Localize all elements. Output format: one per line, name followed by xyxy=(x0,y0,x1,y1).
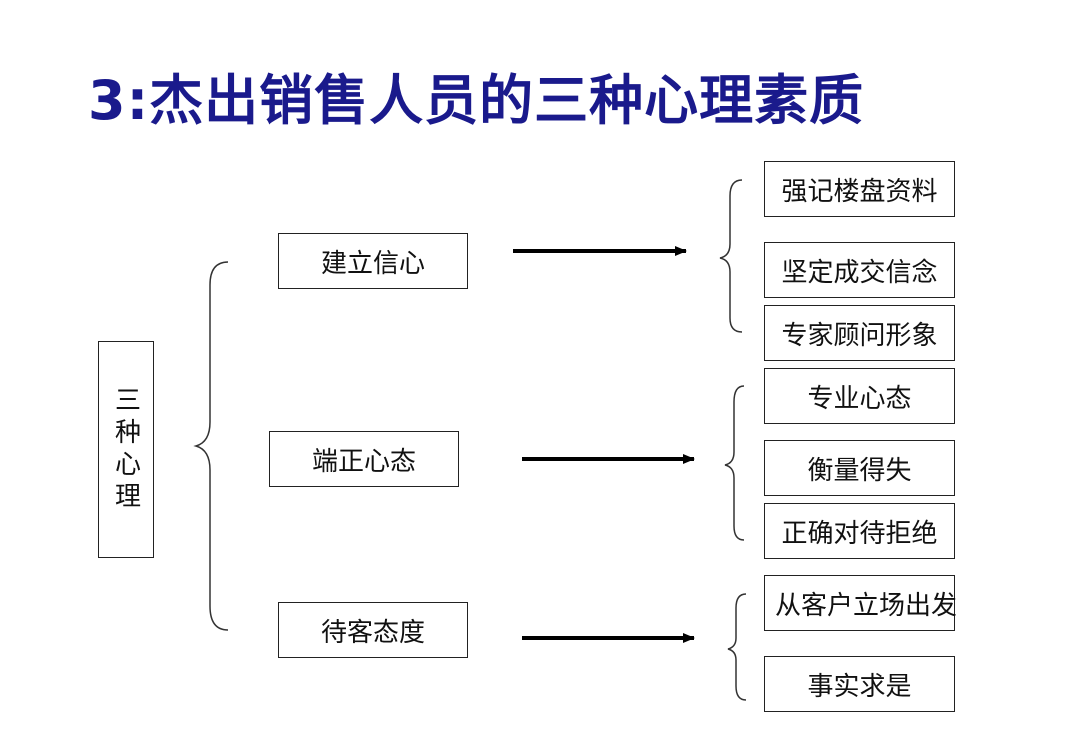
item-node: 强记楼盘资料 xyxy=(764,161,955,217)
brace-1 xyxy=(719,179,743,333)
item-node: 坚定成交信念 xyxy=(764,242,955,298)
root-label: 三种心理 xyxy=(110,385,141,514)
category-node: 待客态度 xyxy=(278,602,468,658)
item-node: 正确对待拒绝 xyxy=(764,503,955,559)
brace-2 xyxy=(724,385,745,541)
category-node: 端正心态 xyxy=(269,431,459,487)
item-node: 事实求是 xyxy=(764,656,955,712)
root-node: 三种心理 xyxy=(98,341,154,558)
item-node: 专家顾问形象 xyxy=(764,305,955,361)
page-title: 3:杰出销售人员的三种心理素质 xyxy=(88,69,865,132)
item-node: 专业心态 xyxy=(764,368,955,424)
category-node: 建立信心 xyxy=(278,233,468,289)
item-node: 从客户立场出发 xyxy=(764,575,957,631)
root-brace xyxy=(193,261,229,631)
item-node: 衡量得失 xyxy=(764,440,955,496)
brace-3 xyxy=(727,593,747,701)
